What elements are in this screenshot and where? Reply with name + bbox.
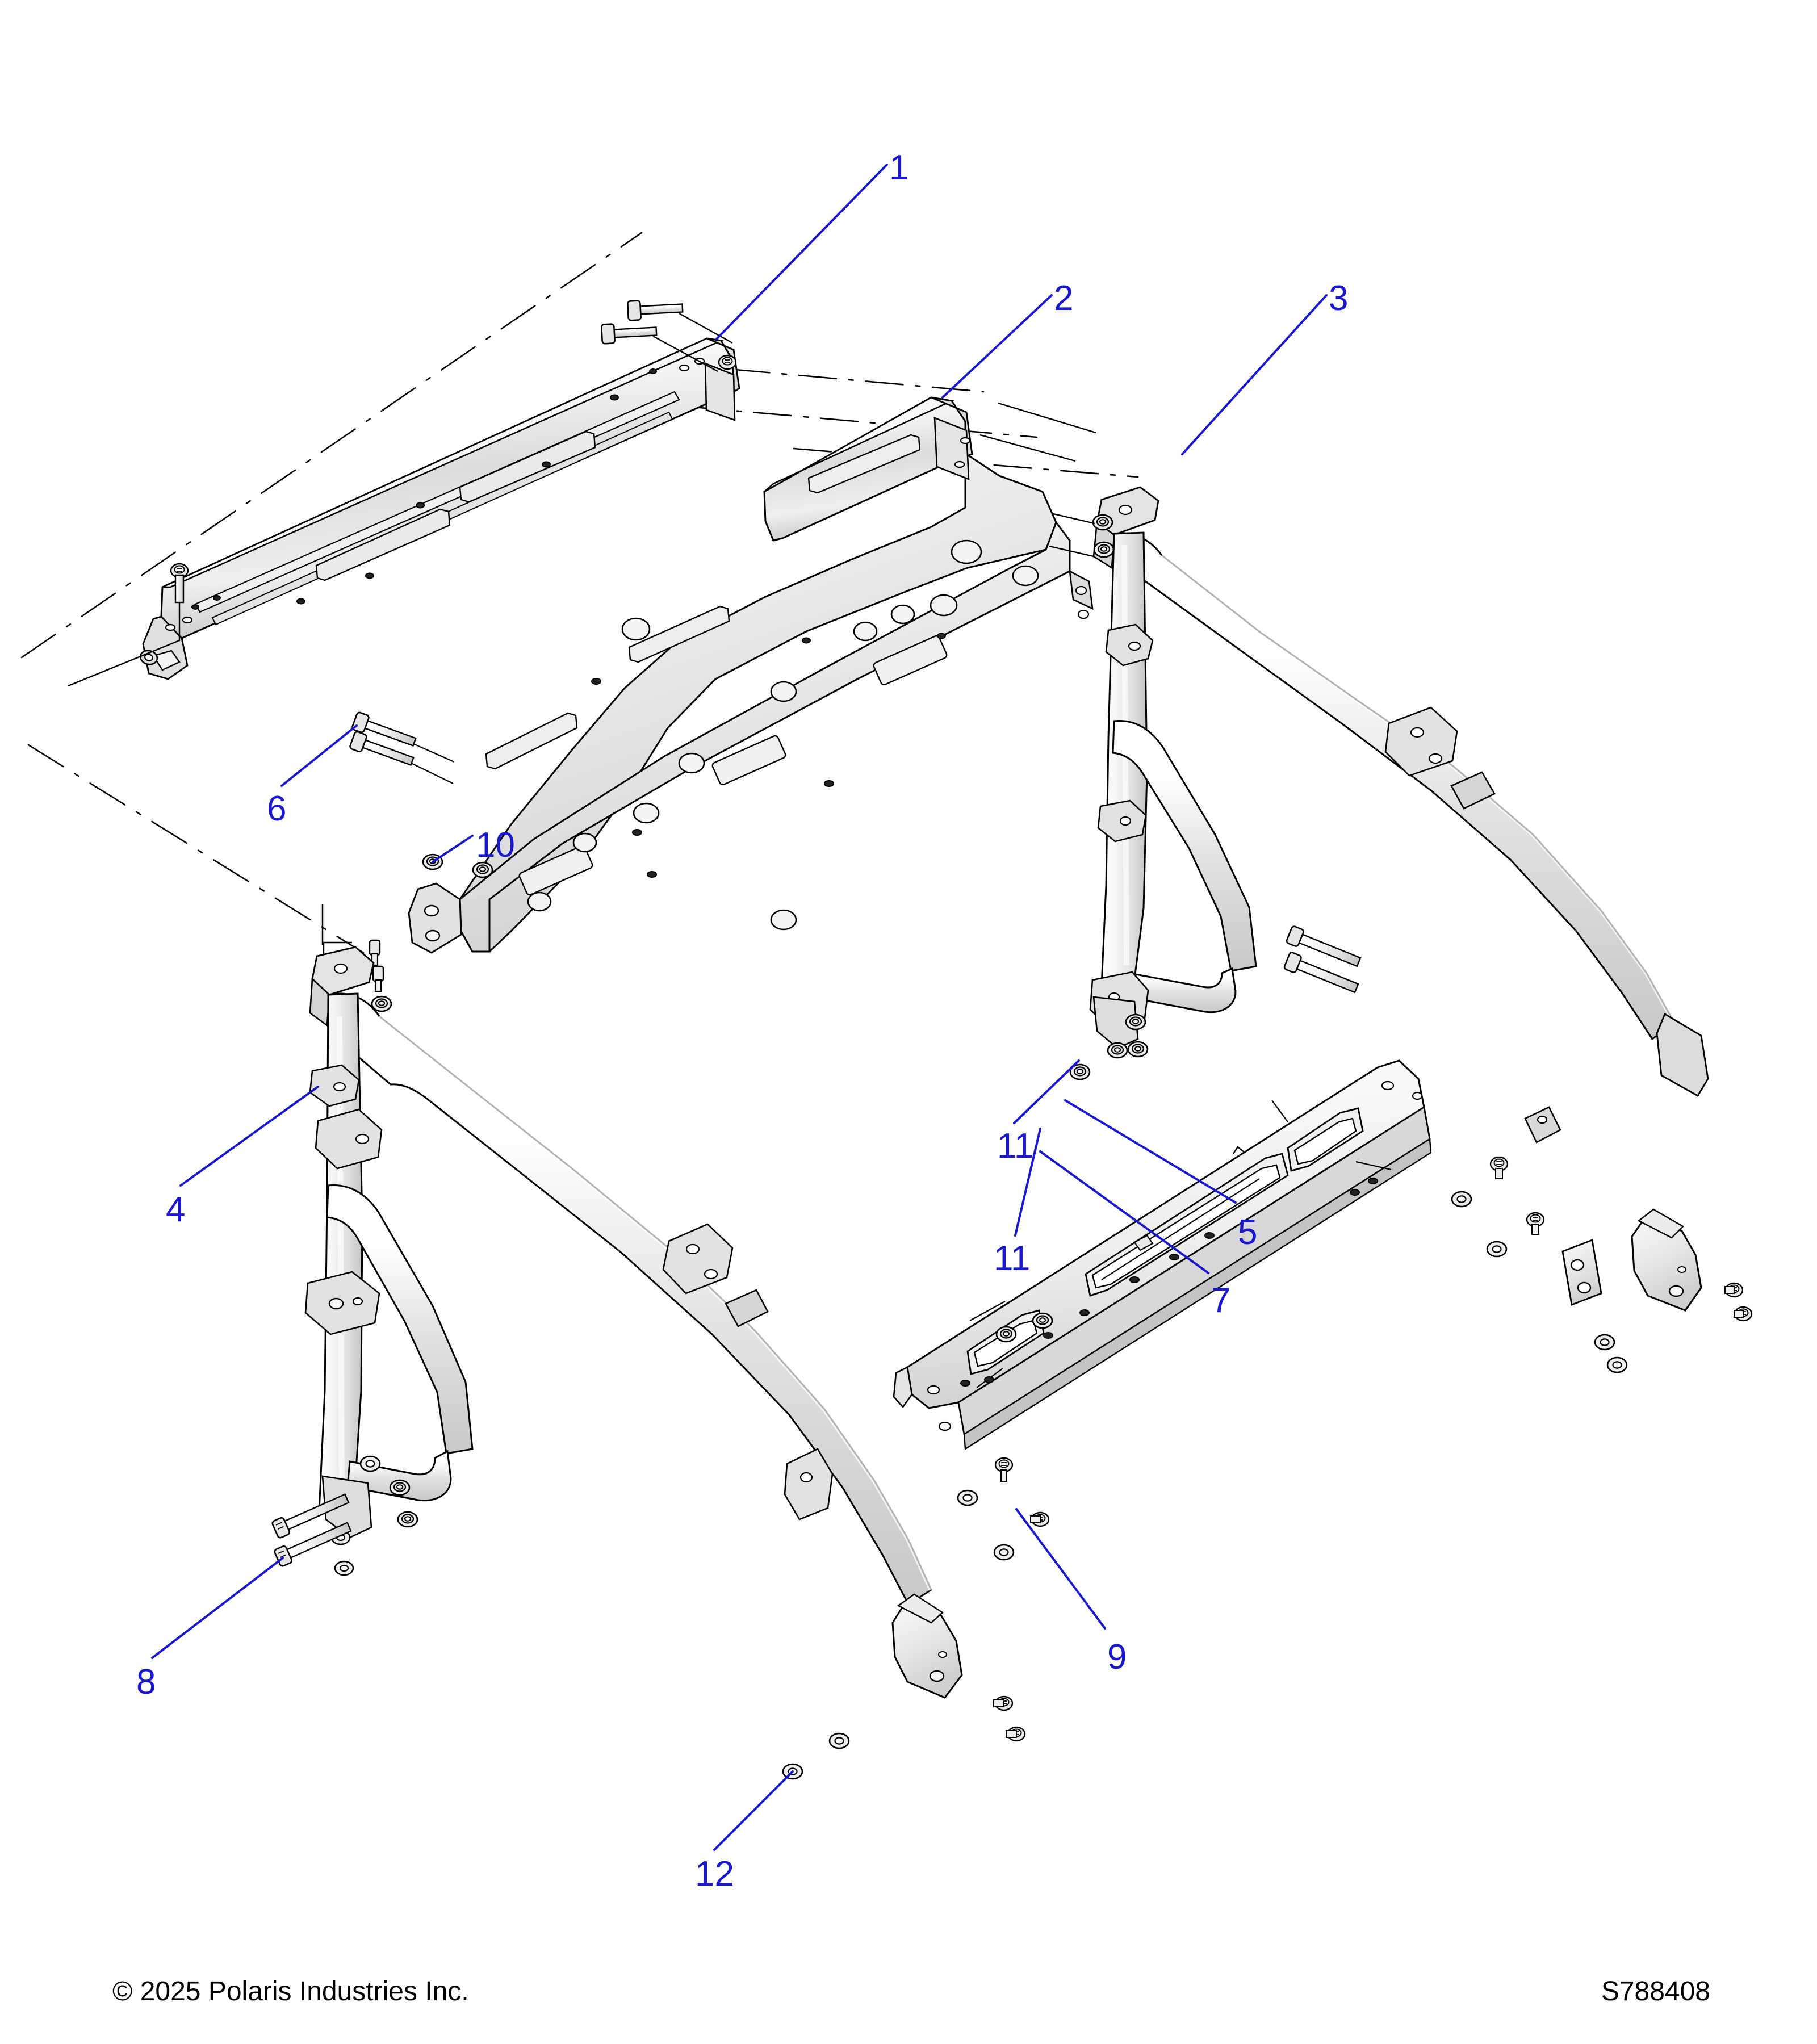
leader-line-6 (280, 724, 358, 787)
leader-line-5 (1064, 1099, 1237, 1204)
callout-number-5: 5 (1238, 1213, 1258, 1252)
callout-number-4: 4 (166, 1190, 186, 1229)
callout-number-11b: 11 (997, 1126, 1034, 1166)
part-5-rear-closure-panel (893, 1059, 1432, 1451)
callout-number-8: 8 (136, 1662, 156, 1702)
callout-number-2: 2 (1054, 279, 1074, 318)
leader-line-2 (941, 294, 1053, 399)
leader-line-11b (1013, 1059, 1080, 1124)
part-9-flange-screws (993, 1695, 1026, 1742)
leader-line-3 (1181, 294, 1328, 455)
leader-line-10 (432, 835, 474, 863)
leader-line-9 (1015, 1508, 1106, 1630)
copyright-notice: © 2025 Polaris Industries Inc. (112, 1976, 469, 2007)
part-3-hardware-cluster (1283, 925, 1753, 1373)
leader-line-1 (715, 164, 888, 340)
callout-leader-lines (151, 164, 1328, 1851)
part-3-roll-cage-right (1049, 486, 1709, 1312)
part-4-roll-cage-left (304, 904, 963, 1699)
callout-number-7: 7 (1211, 1281, 1231, 1320)
callout-number-10: 10 (476, 826, 515, 865)
callout-number-12: 12 (695, 1854, 734, 1894)
leader-line-7 (1039, 1150, 1209, 1274)
datum-projection-left (20, 232, 643, 954)
panel-hardware-cluster (957, 1312, 1053, 1561)
datum-tick-marks (979, 402, 1096, 462)
frame-lower-bolts (323, 939, 384, 1022)
callout-number-1: 1 (889, 148, 909, 187)
part-6-flange-bolts (349, 711, 455, 784)
part-1-mounting-bolts (68, 300, 733, 687)
leader-line-4 (179, 1086, 319, 1187)
callout-number-6: 6 (267, 789, 287, 828)
part-2-roof-support-frame (408, 396, 1094, 954)
leader-line-11 (1014, 1128, 1041, 1237)
drawing-number: S788408 (1601, 1976, 1710, 2007)
part-1-upper-roof-rail (139, 337, 740, 680)
callout-number-3: 3 (1329, 279, 1349, 318)
callout-number-9: 9 (1107, 1637, 1127, 1677)
callout-number-11: 11 (994, 1239, 1031, 1278)
leader-line-8 (151, 1557, 284, 1659)
leader-line-12 (713, 1770, 794, 1851)
